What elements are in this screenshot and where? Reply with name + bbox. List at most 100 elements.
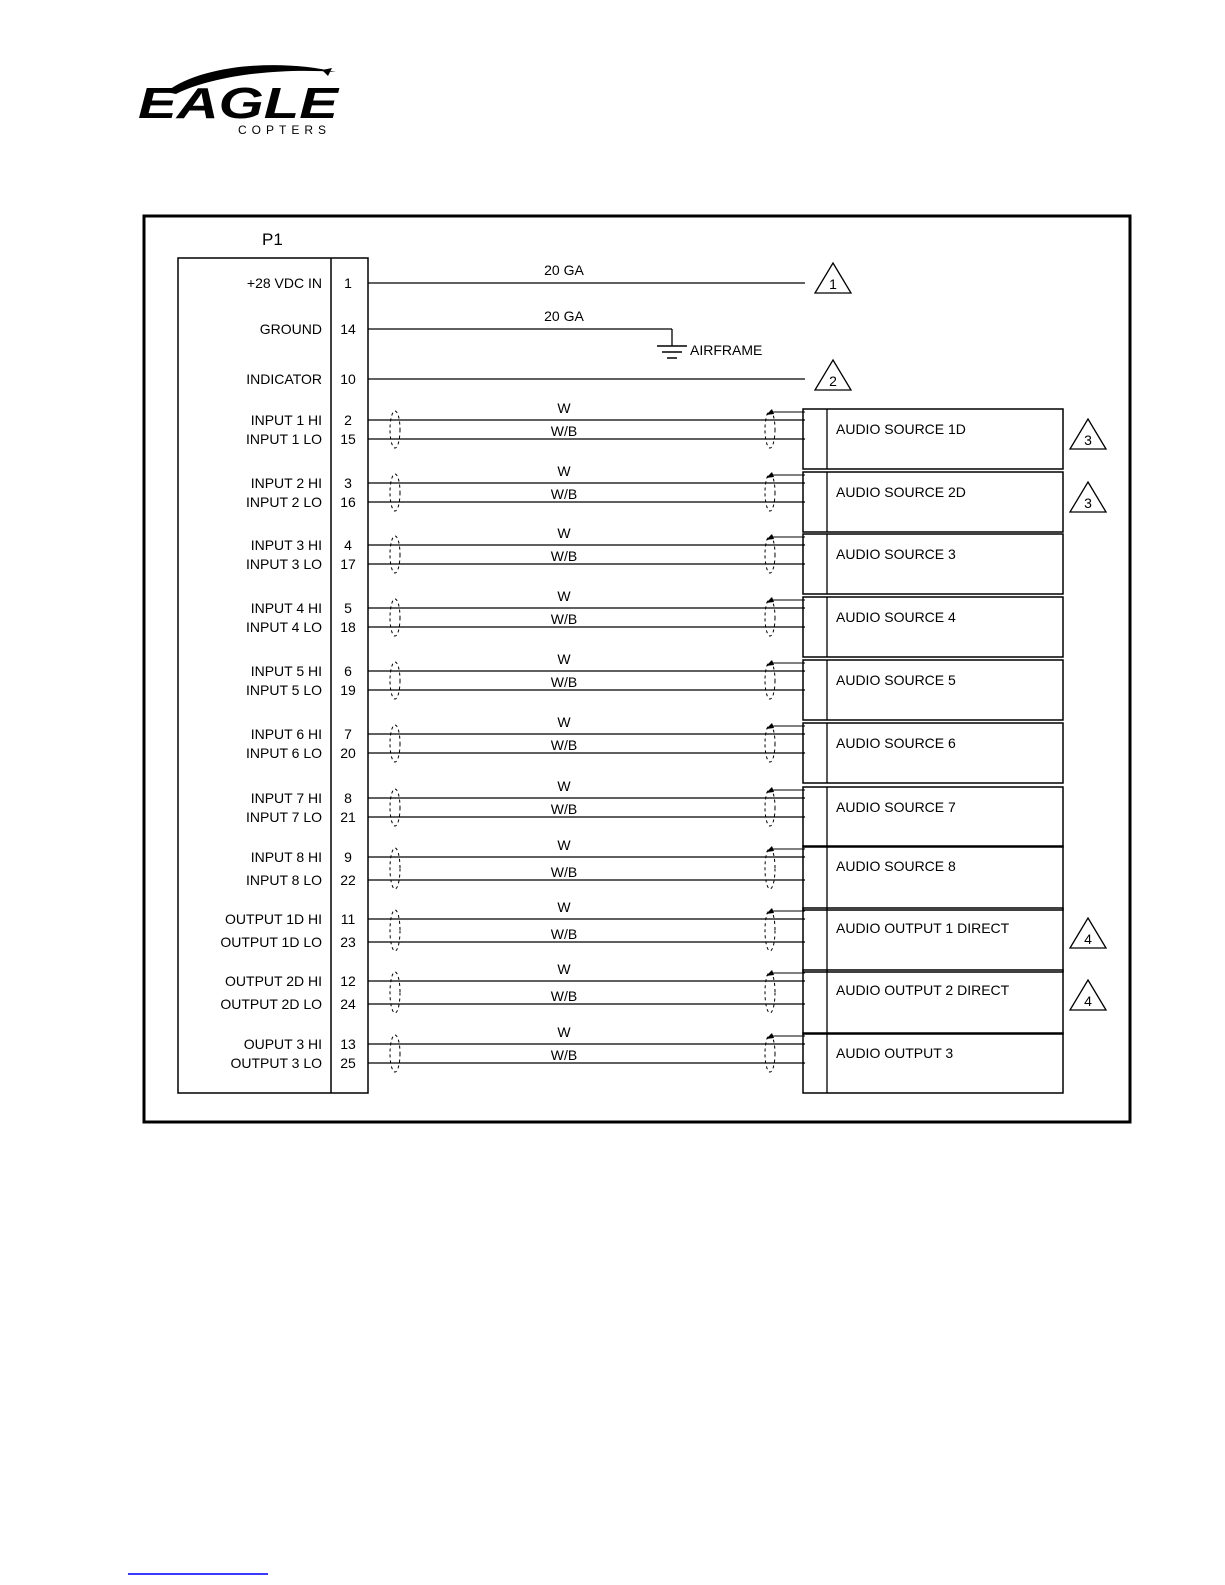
shield-oval-left [389, 410, 401, 449]
device-label: AUDIO SOURCE 3 [836, 546, 956, 562]
pin-number-hi: 4 [344, 537, 352, 553]
pin-label-hi: OUPUT 3 HI [244, 1036, 322, 1052]
pin-number-lo: 15 [340, 431, 356, 447]
device-label: AUDIO OUTPUT 3 [836, 1045, 953, 1061]
wire-color-label-hi: W [557, 1024, 571, 1040]
note-number: 1 [829, 276, 837, 292]
device-box [802, 596, 1064, 658]
pin-label-hi: INPUT 8 HI [251, 849, 322, 865]
pin-number: 1 [344, 275, 352, 291]
pin-number-lo: 25 [340, 1055, 356, 1071]
pin-label-lo: OUTPUT 1D LO [220, 934, 322, 950]
note-number: 2 [829, 373, 837, 389]
shield-oval-left [389, 1034, 401, 1073]
shield-arrow-icon [766, 597, 774, 603]
pin-number-lo: 18 [340, 619, 356, 635]
pin-label: +28 VDC IN [247, 275, 322, 291]
pin-label-lo: INPUT 2 LO [246, 494, 322, 510]
shield-oval-right [764, 847, 776, 890]
wire-color-label-lo: W/B [551, 988, 577, 1004]
wire-color-label-hi: W [557, 525, 571, 541]
shield-oval-right [764, 724, 776, 763]
wire-color-label-lo: W/B [551, 737, 577, 753]
wire-color-label-hi: W [557, 588, 571, 604]
shield-oval-right [764, 410, 776, 449]
shield-arrow-icon [766, 970, 774, 976]
wire-color-label-lo: W/B [551, 548, 577, 564]
ground-label: AIRFRAME [690, 342, 762, 358]
pin-label-lo: OUTPUT 2D LO [220, 996, 322, 1012]
note-triangle-icon [1068, 480, 1108, 513]
pin-label-lo: INPUT 1 LO [246, 431, 322, 447]
device-box [802, 969, 1064, 1035]
shield-oval-left [389, 788, 401, 827]
device-label: AUDIO OUTPUT 2 DIRECT [836, 982, 1010, 998]
shield-oval-right [764, 909, 776, 952]
note-number: 3 [1084, 432, 1092, 448]
pin-label-lo: OUTPUT 3 LO [230, 1055, 322, 1071]
pin-number-lo: 17 [340, 556, 356, 572]
wire-color-label-hi: W [557, 778, 571, 794]
pin-label-lo: INPUT 5 LO [246, 682, 322, 698]
pin-label-hi: INPUT 2 HI [251, 475, 322, 491]
note-number: 4 [1084, 931, 1092, 947]
note-number: 3 [1084, 495, 1092, 511]
pin-label: GROUND [260, 321, 322, 337]
shield-arrow-icon [766, 534, 774, 540]
shield-oval-left [389, 909, 401, 952]
eagle-swoosh [166, 65, 336, 94]
pin-number-lo: 19 [340, 682, 356, 698]
device-label: AUDIO SOURCE 4 [836, 609, 956, 625]
device-label: AUDIO SOURCE 6 [836, 735, 956, 751]
shield-oval-left [389, 535, 401, 574]
wire-color-label-lo: W/B [551, 486, 577, 502]
shield-oval-right [764, 598, 776, 637]
shield-oval-left [389, 847, 401, 890]
wire-color-label-lo: W/B [551, 611, 577, 627]
pin-label-lo: INPUT 3 LO [246, 556, 322, 572]
device-label: AUDIO SOURCE 1D [836, 421, 966, 437]
eagle-copters-logo: EAGLE COPTERS [138, 65, 340, 137]
pin-label-hi: OUTPUT 1D HI [225, 911, 322, 927]
device-box [802, 845, 1064, 911]
shield-arrow-icon [766, 660, 774, 666]
pin-label: INDICATOR [246, 371, 322, 387]
pin-number-lo: 20 [340, 745, 356, 761]
device-label: AUDIO SOURCE 7 [836, 799, 956, 815]
footer-link-underline[interactable] [128, 1573, 268, 1575]
wire-color-label-lo: W/B [551, 801, 577, 817]
device-box [802, 408, 1064, 470]
pin-number-hi: 13 [340, 1036, 356, 1052]
pin-number-hi: 6 [344, 663, 352, 679]
pin-label-lo: INPUT 4 LO [246, 619, 322, 635]
wire-color-label-hi: W [557, 463, 571, 479]
pin-number-hi: 3 [344, 475, 352, 491]
shield-arrow-icon [766, 409, 774, 415]
pin-number-lo: 21 [340, 809, 356, 825]
device-label: AUDIO SOURCE 8 [836, 858, 956, 874]
pin-number: 14 [340, 321, 356, 337]
device-label: AUDIO OUTPUT 1 DIRECT [836, 920, 1010, 936]
pin-number-hi: 9 [344, 849, 352, 865]
wire-color-label-lo: W/B [551, 674, 577, 690]
shield-oval-right [764, 661, 776, 700]
shield-oval-left [389, 724, 401, 763]
note-triangle-icon [1068, 978, 1108, 1011]
pin-number-lo: 16 [340, 494, 356, 510]
device-box [802, 786, 1064, 848]
note-triangle-icon [813, 261, 853, 294]
pin-label-lo: INPUT 8 LO [246, 872, 322, 888]
device-label: AUDIO SOURCE 2D [836, 484, 966, 500]
wire-color-label-hi: W [557, 961, 571, 977]
pin-number-hi: 7 [344, 726, 352, 742]
device-box [802, 1032, 1064, 1094]
pin-number-hi: 11 [341, 911, 356, 927]
shield-arrow-icon [766, 846, 774, 852]
note-triangle-icon [1068, 417, 1108, 450]
pin-number-hi: 12 [340, 973, 356, 989]
shield-oval-left [389, 971, 401, 1014]
pin-label-hi: INPUT 4 HI [251, 600, 322, 616]
logo-sub-text: COPTERS [238, 123, 331, 137]
pin-label-lo: INPUT 7 LO [246, 809, 322, 825]
